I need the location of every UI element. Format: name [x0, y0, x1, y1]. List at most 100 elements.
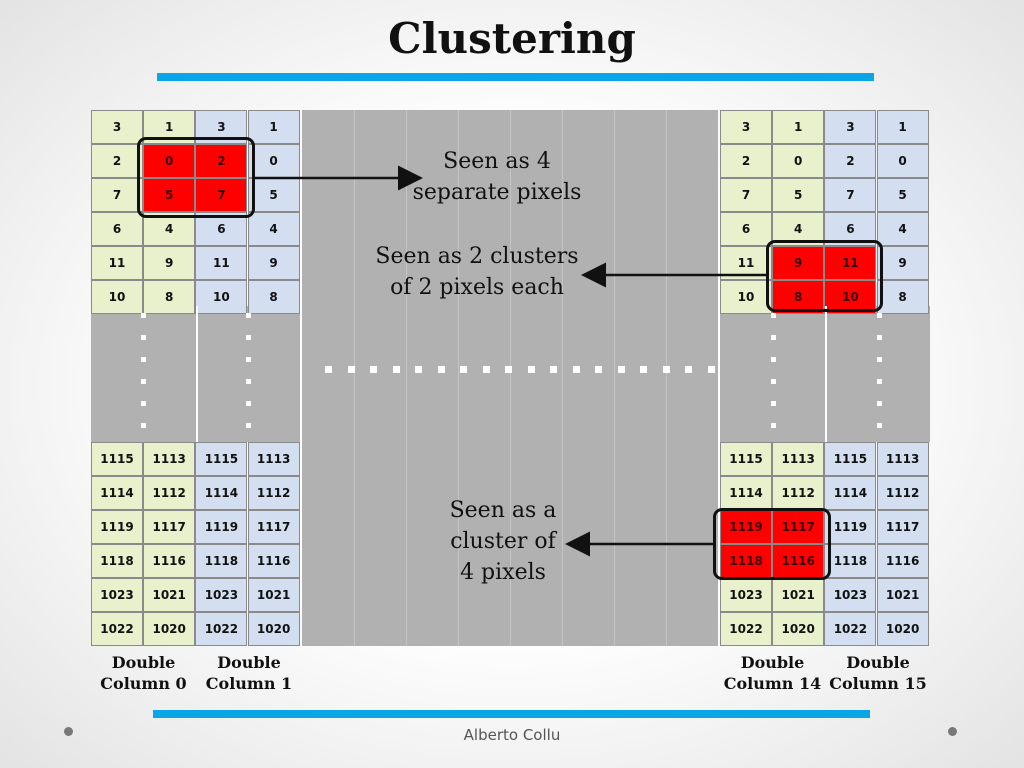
left-top-cell: 5 [143, 178, 196, 212]
left-bottom-cell: 1112 [247, 476, 300, 510]
vertical-ellipsis-dot [246, 313, 251, 318]
left-bottom-cell: 1023 [91, 578, 143, 612]
highlight-right-2x2-split [766, 240, 883, 312]
gap-grid-line [510, 110, 511, 646]
left-top-cell: 0 [143, 144, 196, 178]
right-bottom-cell: 1116 [772, 544, 825, 578]
note-two-clusters: Seen as 2 clusters of 2 pixels each [375, 244, 579, 300]
left-bottom-cell: 1020 [143, 612, 196, 646]
right-bottom-cell: 1114 [824, 476, 877, 510]
right-top-cell: 1 [772, 110, 825, 144]
vertical-ellipsis-dot [771, 335, 776, 340]
horizontal-ellipsis-dot [347, 366, 355, 373]
horizontal-ellipsis-dot [595, 366, 602, 373]
left-bottom-cell: 1116 [143, 544, 196, 578]
horizontal-ellipsis-dot [482, 366, 490, 373]
right-bottom-cell: 1117 [876, 510, 929, 544]
right-top-cell: 11 [824, 246, 877, 280]
label-double-column-1: Double Column 1 [205, 653, 293, 693]
left-top-cell: 8 [247, 280, 300, 314]
vertical-ellipsis-dot [141, 335, 146, 340]
right-bottom-cell: 1021 [876, 578, 929, 612]
gap-grid-line [406, 110, 407, 646]
vertical-ellipsis-dot [877, 423, 882, 428]
left-bottom-cell: 1117 [143, 510, 196, 544]
vertical-ellipsis-dot [246, 423, 251, 428]
right-top-cell: 9 [876, 246, 929, 280]
column-divider [825, 306, 827, 442]
left-bottom-cell: 1119 [195, 510, 248, 544]
right-bottom-cell: 1114 [720, 476, 772, 510]
gap-grid-line [614, 110, 615, 646]
gap-grid-line [562, 110, 563, 646]
right-bottom-cell: 1118 [824, 544, 877, 578]
right-top-cell: 8 [876, 280, 929, 314]
right-bottom-cell: 1113 [876, 442, 929, 476]
author-name: Alberto Collu [463, 726, 561, 744]
vertical-ellipsis-dot [246, 401, 251, 406]
slide-title: Clustering [388, 14, 636, 63]
horizontal-ellipsis-dot [662, 366, 670, 373]
right-top-cell: 7 [824, 178, 877, 212]
left-bottom-cell: 1113 [247, 442, 300, 476]
left-bottom-cell: 1117 [247, 510, 300, 544]
right-bottom-cell: 1020 [876, 612, 929, 646]
vertical-ellipsis-dot [771, 313, 776, 318]
vertical-ellipsis-dot [771, 401, 776, 406]
highlight-right-2x2-cluster [713, 508, 831, 580]
left-bottom-cell: 1115 [91, 442, 143, 476]
left-top-cell: 11 [91, 246, 143, 280]
gap-grid-line [458, 110, 459, 646]
horizontal-ellipsis-dot [707, 366, 715, 373]
left-top-cell: 0 [247, 144, 300, 178]
bottom-accent-bar [153, 710, 870, 718]
right-bottom-cell: 1118 [720, 544, 772, 578]
gap-grid-line [354, 110, 355, 646]
vertical-ellipsis-dot [877, 357, 882, 362]
left-bottom-cell: 1114 [195, 476, 248, 510]
vertical-ellipsis-dot [877, 401, 882, 406]
right-top-cell: 2 [720, 144, 772, 178]
right-top-cell: 0 [772, 144, 825, 178]
right-top-cell: 10 [720, 280, 772, 314]
vertical-ellipsis-dot [246, 335, 251, 340]
left-bottom-cell: 1119 [91, 510, 143, 544]
left-bottom-cell: 1118 [195, 544, 248, 578]
vertical-ellipsis-dot [141, 313, 146, 318]
highlight-left-2x2 [137, 137, 255, 218]
horizontal-ellipsis-dot [460, 366, 467, 373]
left-bottom-cell: 1115 [195, 442, 248, 476]
vertical-ellipsis-dot [771, 357, 776, 362]
vertical-ellipsis-dot [771, 423, 776, 428]
top-accent-bar [157, 73, 874, 81]
left-gap-region [91, 306, 300, 442]
right-top-cell: 3 [824, 110, 877, 144]
right-bottom-cell: 1112 [876, 476, 929, 510]
left-top-cell: 2 [195, 144, 248, 178]
corner-dot-left [64, 727, 73, 736]
right-bottom-cell: 1021 [772, 578, 825, 612]
left-top-cell: 10 [91, 280, 143, 314]
left-bottom-cell: 1021 [143, 578, 196, 612]
right-bottom-cell: 1020 [772, 612, 825, 646]
horizontal-ellipsis-dot [527, 366, 535, 373]
vertical-ellipsis-dot [877, 313, 882, 318]
horizontal-ellipsis-dot [325, 366, 332, 373]
label-double-column-14: Double Column 14 [723, 653, 822, 693]
left-top-cell: 7 [195, 178, 248, 212]
left-top-cell: 4 [247, 212, 300, 246]
note-one-cluster: Seen as a cluster of 4 pixels [449, 498, 557, 585]
left-bottom-cell: 1020 [247, 612, 300, 646]
horizontal-ellipsis-dot [550, 366, 557, 373]
left-bottom-cell: 1116 [247, 544, 300, 578]
right-top-cell: 5 [772, 178, 825, 212]
left-top-cell: 8 [143, 280, 196, 314]
label-double-column-0: Double Column 0 [100, 653, 187, 693]
left-top-cell: 11 [195, 246, 248, 280]
left-bottom-cell: 1022 [195, 612, 248, 646]
right-bottom-cell: 1023 [824, 578, 877, 612]
right-top-cell: 0 [876, 144, 929, 178]
vertical-ellipsis-dot [877, 335, 882, 340]
horizontal-ellipsis-dot [640, 366, 647, 373]
